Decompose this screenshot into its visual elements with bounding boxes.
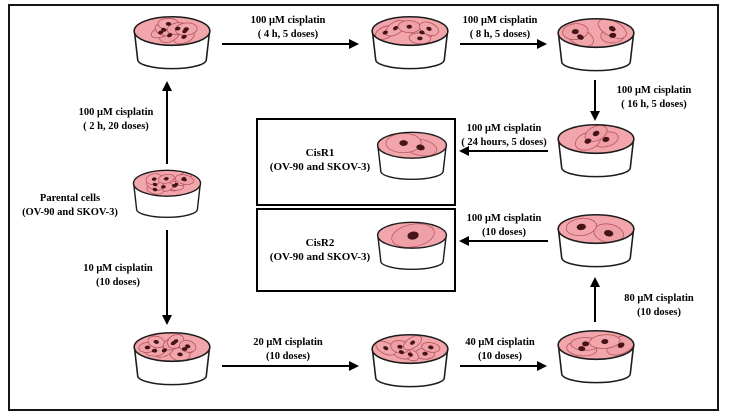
label-line: 100 μM cisplatin bbox=[466, 123, 542, 134]
dish-bottom-middle bbox=[366, 330, 454, 394]
label-line: 100 μM cisplatin bbox=[78, 107, 154, 118]
arrow-precisr2-to-cisr2 bbox=[459, 236, 548, 247]
label-line: (10 doses) bbox=[265, 350, 311, 362]
dish-parental bbox=[128, 166, 206, 224]
label-cisplatin-4h: 100 μM cisplatin ( 4 h, 5 doses) bbox=[228, 14, 348, 41]
dish-top-middle bbox=[366, 12, 454, 76]
label-line: ( 24 hours, 5 doses) bbox=[461, 136, 547, 148]
label-cisplatin-cisr2: 100 μM cisplatin (10 doses) bbox=[456, 212, 552, 239]
dish-top-left bbox=[128, 12, 216, 76]
label-line: ( 16 h, 5 doses) bbox=[621, 98, 687, 110]
cisr2-name: CisR2 bbox=[305, 237, 335, 249]
arrow-topright-to-right16h bbox=[590, 80, 601, 121]
label-cisplatin-2h: 100 μM cisplatin ( 2 h, 20 doses) bbox=[70, 106, 162, 133]
label-cisplatin-80: 80 μM cisplatin (10 doses) bbox=[606, 292, 712, 319]
label-line: (10 doses) bbox=[481, 226, 527, 238]
label-parental-cells: Parental cells (OV-90 and SKOV-3) bbox=[14, 192, 126, 219]
label-cisplatin-8h: 100 μM cisplatin ( 8 h, 5 doses) bbox=[454, 14, 546, 41]
cisr1-cell-lines: (OV-90 and SKOV-3) bbox=[269, 161, 371, 174]
arrow-parental-to-topleft bbox=[162, 81, 173, 164]
dish-right-16h bbox=[552, 120, 640, 184]
cisr2-cell-lines: (OV-90 and SKOV-3) bbox=[269, 251, 371, 264]
dish-right-pre-cisr2 bbox=[552, 210, 640, 274]
label-line: 40 μM cisplatin bbox=[465, 337, 535, 348]
label-line: 20 μM cisplatin bbox=[253, 337, 323, 348]
arrow-topmiddle-to-topright bbox=[460, 39, 547, 50]
label-cisplatin-24h: 100 μM cisplatin ( 24 hours, 5 doses) bbox=[450, 122, 558, 149]
cisr1-label: CisR1 (OV-90 and SKOV-3) bbox=[262, 146, 378, 175]
arrow-bottomleft-to-bottommiddle bbox=[222, 361, 359, 372]
label-line: ( 2 h, 20 doses) bbox=[83, 120, 149, 132]
arrow-topleft-to-topmiddle bbox=[222, 39, 359, 50]
label-line: 80 μM cisplatin bbox=[624, 293, 694, 304]
cisr1-name: CisR1 bbox=[305, 147, 335, 159]
cisr1-box: CisR1 (OV-90 and SKOV-3) bbox=[256, 118, 456, 206]
label-line: (OV-90 and SKOV-3) bbox=[22, 206, 118, 218]
label-line: 100 μM cisplatin bbox=[250, 15, 326, 26]
dish-cisr1 bbox=[372, 128, 452, 186]
label-cisplatin-40: 40 μM cisplatin (10 doses) bbox=[454, 336, 546, 363]
cisr2-label: CisR2 (OV-90 and SKOV-3) bbox=[262, 236, 378, 265]
label-line: 10 μM cisplatin bbox=[83, 263, 153, 274]
label-line: 100 μM cisplatin bbox=[466, 213, 542, 224]
label-cisplatin-20: 20 μM cisplatin (10 doses) bbox=[228, 336, 348, 363]
label-line: (10 doses) bbox=[477, 350, 523, 362]
arrow-parental-to-bottomleft bbox=[162, 230, 173, 325]
label-cisplatin-10: 10 μM cisplatin (10 doses) bbox=[76, 262, 160, 289]
arrow-bottomright-to-precisr2 bbox=[590, 277, 601, 322]
label-line: 100 μM cisplatin bbox=[462, 15, 538, 26]
arrow-bottommiddle-to-bottomright bbox=[460, 361, 547, 372]
arrow-right16h-to-cisr1 bbox=[459, 146, 548, 157]
label-cisplatin-16h: 100 μM cisplatin ( 16 h, 5 doses) bbox=[598, 84, 710, 111]
dish-cisr2 bbox=[372, 218, 452, 276]
label-line: (10 doses) bbox=[95, 276, 141, 288]
label-line: Parental cells bbox=[39, 193, 101, 204]
dish-top-right bbox=[552, 14, 640, 78]
label-line: ( 8 h, 5 doses) bbox=[469, 28, 531, 40]
label-line: ( 4 h, 5 doses) bbox=[257, 28, 319, 40]
dish-bottom-right bbox=[552, 326, 640, 390]
cisr2-box: CisR2 (OV-90 and SKOV-3) bbox=[256, 208, 456, 292]
label-line: (10 doses) bbox=[636, 306, 682, 318]
label-line: 100 μM cisplatin bbox=[616, 85, 692, 96]
dish-bottom-left bbox=[128, 328, 216, 392]
